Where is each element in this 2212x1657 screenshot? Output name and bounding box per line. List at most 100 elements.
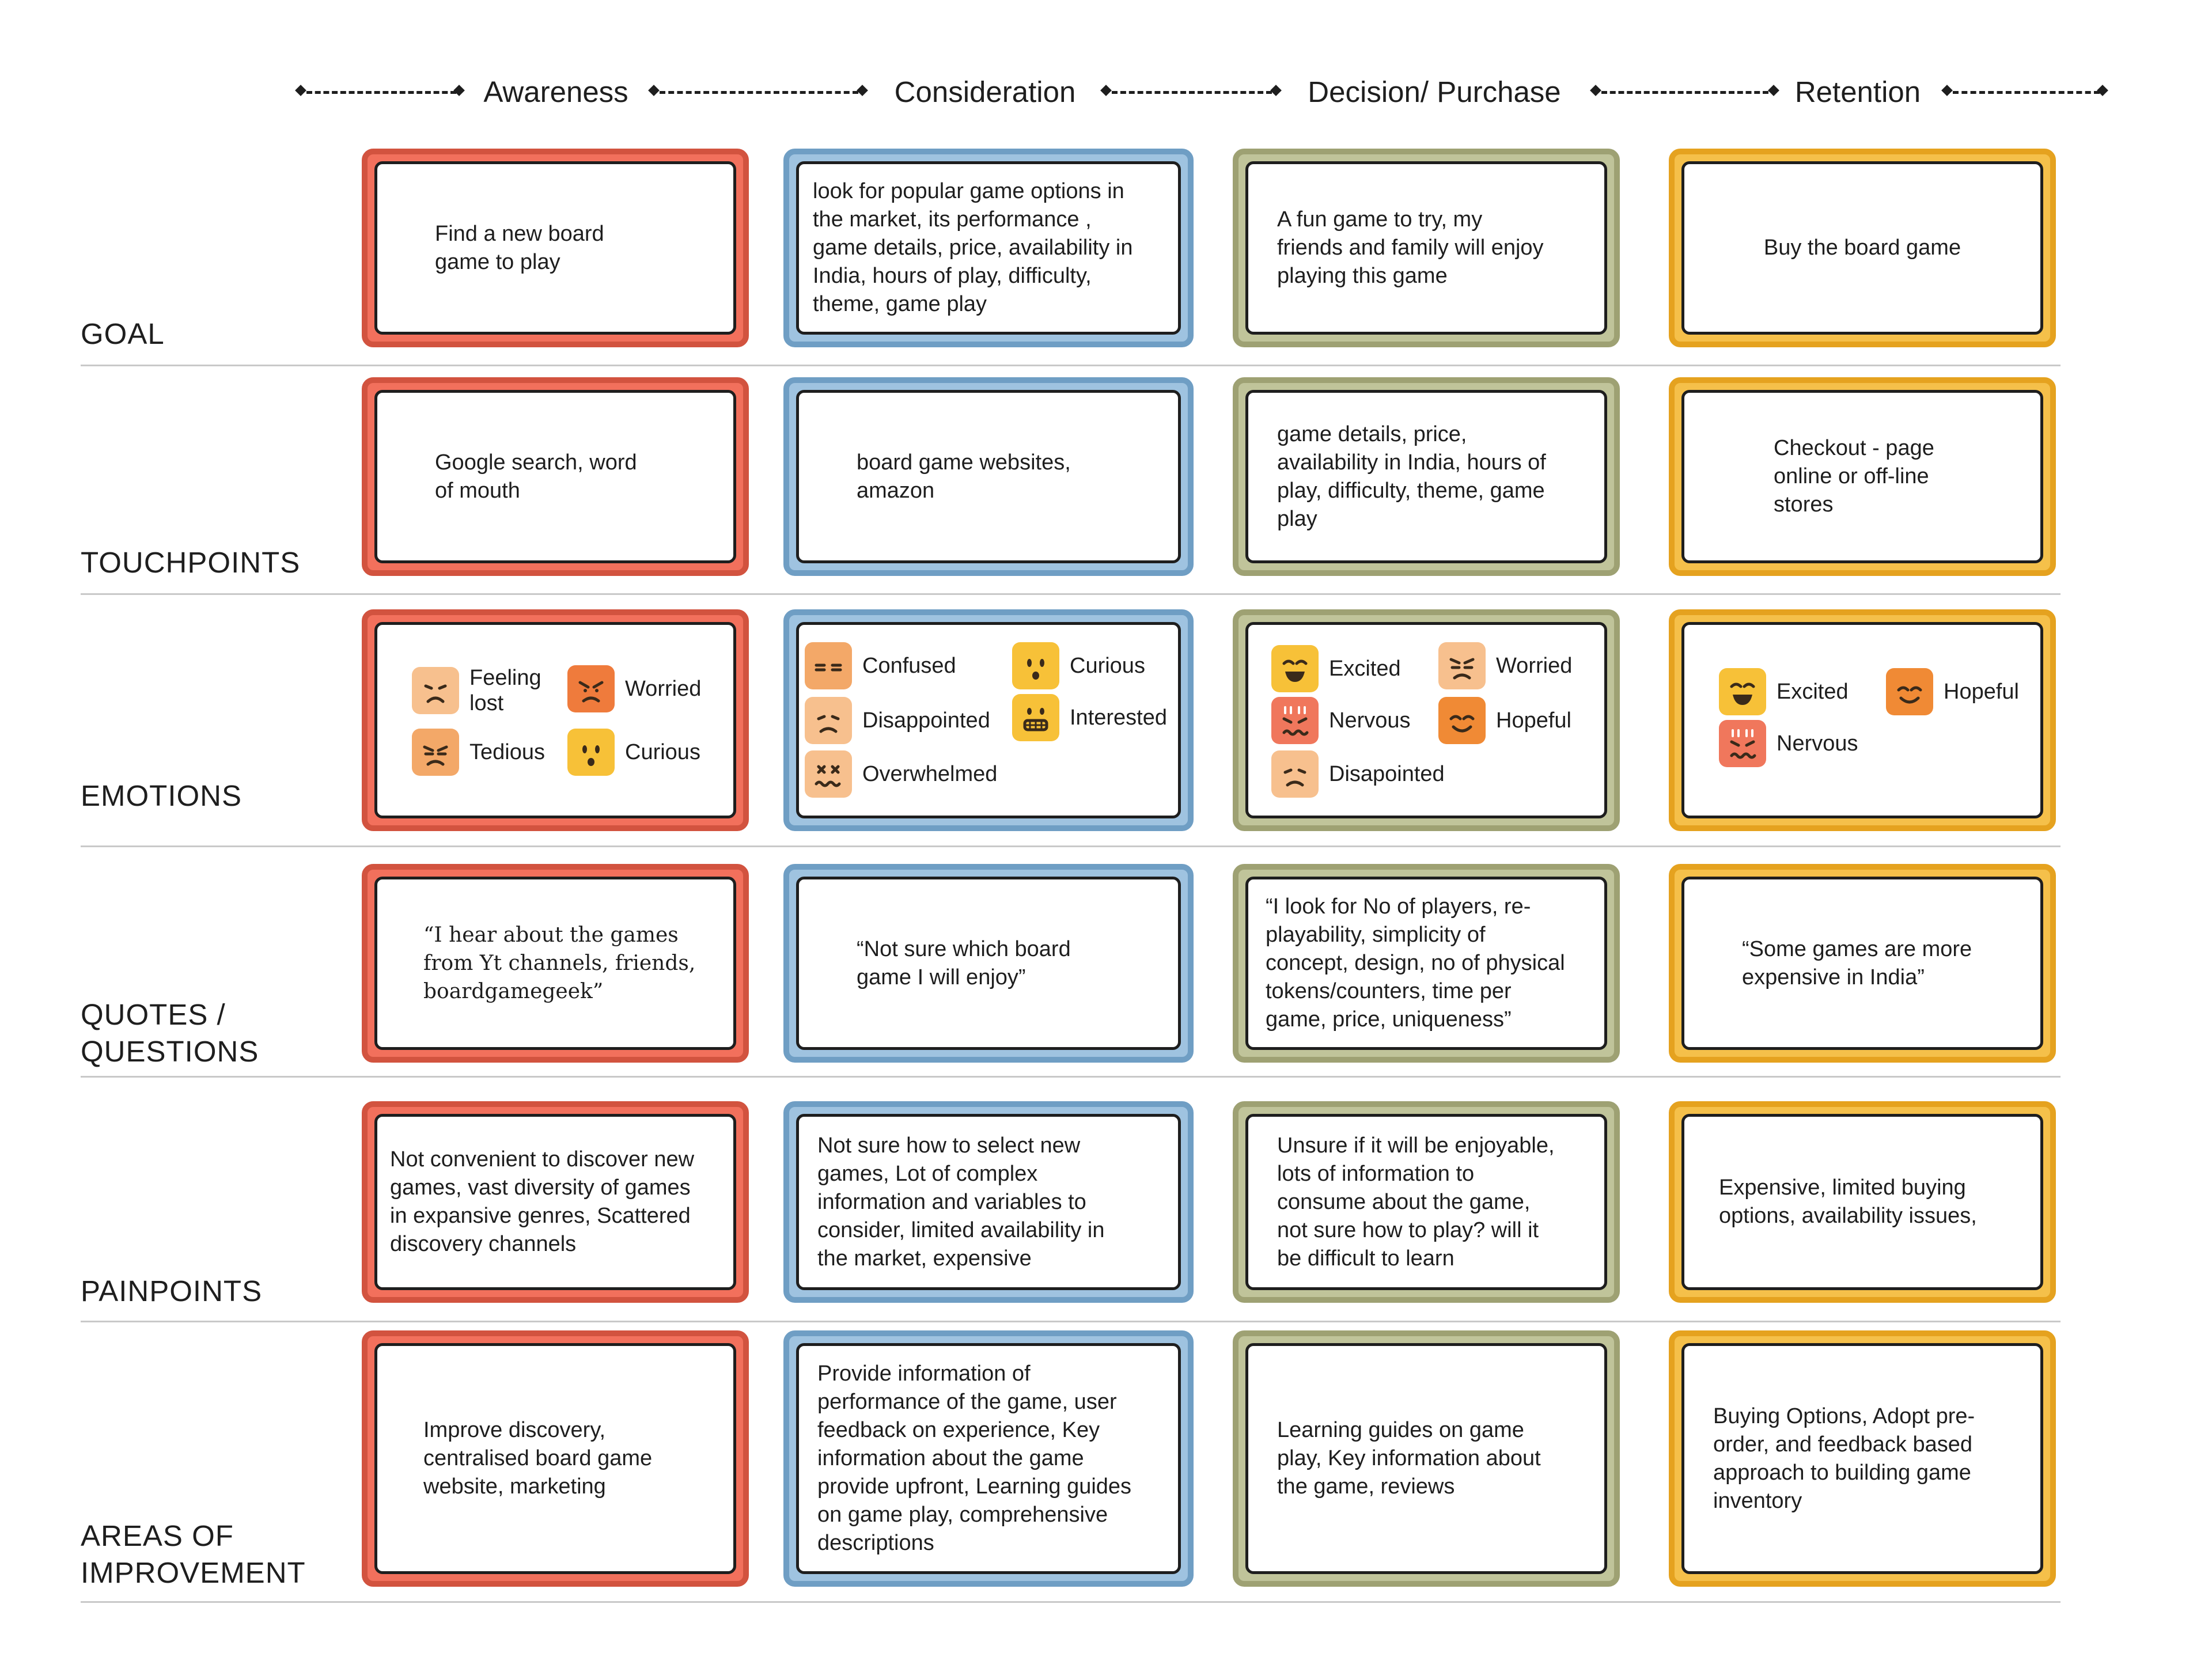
emotion-item: Curious [1012, 642, 1145, 689]
quotes-card-consideration: “Not sure which board game I will enjoy” [783, 864, 1194, 1063]
row-label-touchpoints: TOUCHPOINTS [81, 546, 301, 579]
touchpoints-card-decision: game details, price, availability in Ind… [1233, 377, 1620, 576]
sad-face-icon [412, 667, 459, 714]
emotion-item: Excited [1271, 645, 1401, 692]
emotion-item: Nervous [1271, 697, 1411, 744]
stage-marker [1941, 85, 1953, 96]
painpoints-text-awareness: Not convenient to discover new games, va… [390, 1147, 695, 1256]
improvement-text-consideration: Provide information of performance of th… [817, 1362, 1132, 1555]
stage-connector [306, 91, 456, 94]
improvement-text-decision: Learning guides on game play, Key inform… [1277, 1418, 1541, 1499]
touchpoints-card-awareness: Google search, word of mouth [362, 377, 749, 576]
stage-marker [1270, 85, 1282, 96]
improvement-card-awareness: Improve discovery, centralised board gam… [362, 1330, 749, 1587]
curious-face-icon [1012, 642, 1059, 689]
touchpoints-text-consideration: board game websites, amazon [857, 450, 1071, 503]
row-divider [81, 1076, 2061, 1078]
emotion-label: Confused [862, 654, 956, 678]
emotion-item: Feeling lost [412, 665, 541, 716]
quotes-text-awareness: “I hear about the games from Yt channels… [423, 923, 696, 1003]
goal-text-consideration: look for popular game options in the mar… [813, 179, 1133, 316]
stage-decision-purchase: Decision/ Purchase [1308, 75, 1561, 108]
emotion-item: Worried [1438, 642, 1572, 689]
nervous-face-icon [1271, 697, 1319, 744]
goal-card-awareness: Find a new board game to play [362, 149, 749, 347]
emotion-item: Hopeful [1886, 668, 2019, 715]
painpoints-card-consideration: Not sure how to select new games, Lot of… [783, 1101, 1194, 1303]
stage-marker [1768, 85, 1779, 96]
row-divider [81, 1321, 2061, 1322]
journey-stage-header: Awareness Consideration Decision/ Purcha… [0, 63, 2212, 121]
disappointed-face-icon [1271, 750, 1319, 798]
emotion-label: Tedious [469, 740, 545, 764]
painpoints-text-decision: Unsure if it will be enjoyable, lots of … [1277, 1133, 1555, 1271]
emotion-label: Disappointed [862, 708, 990, 733]
stage-awareness: Awareness [483, 75, 628, 108]
goal-text-awareness: Find a new board game to play [435, 221, 604, 274]
painpoints-text-retention: Expensive, limited buying options, avail… [1719, 1176, 1977, 1228]
stage-marker [453, 85, 465, 96]
goal-card-retention: Buy the board game [1669, 149, 2056, 347]
frustrated-face-icon [412, 729, 459, 776]
emotion-item: Interested [1012, 694, 1167, 741]
nervous-face-icon [1719, 720, 1766, 767]
row-divider [81, 1601, 2061, 1603]
emotion-label: Excited [1329, 657, 1401, 681]
emotion-item: Disappointed [805, 697, 990, 744]
emotion-label: Excited [1777, 680, 1849, 704]
emotion-item: Curious [567, 729, 700, 776]
row-divider [81, 593, 2061, 595]
row-label-areas-of-improvement: AREAS OF IMPROVEMENT [81, 1519, 306, 1589]
stage-marker [2097, 85, 2108, 96]
stage-marker [1590, 85, 1601, 96]
row-label-emotions: EMOTIONS [81, 779, 243, 812]
touchpoints-card-retention: Checkout - page online or off-line store… [1669, 377, 2056, 576]
painpoints-card-decision: Unsure if it will be enjoyable, lots of … [1233, 1101, 1620, 1303]
quotes-card-awareness: “I hear about the games from Yt channels… [362, 864, 749, 1063]
quotes-card-retention: “Some games are more expensive in India” [1669, 864, 2056, 1063]
row-label-quotes-questions: QUOTES / QUESTIONS [81, 998, 259, 1068]
touchpoints-card-consideration: board game websites, amazon [783, 377, 1194, 576]
hopeful-face-icon [1438, 697, 1486, 744]
emotion-label: Hopeful [1496, 708, 1571, 733]
dizzy-face-icon [805, 750, 852, 798]
emotion-item: Disapointed [1271, 750, 1445, 798]
improvement-card-consideration: Provide information of performance of th… [783, 1330, 1194, 1587]
emotion-item: Tedious [412, 729, 545, 776]
emotion-label: Interested [1070, 706, 1167, 730]
improvement-text-awareness: Improve discovery, centralised board gam… [423, 1418, 653, 1499]
angry-face-icon [567, 665, 615, 712]
stage-connector [660, 91, 858, 94]
stage-connector [1112, 91, 1272, 94]
emotion-label: Hopeful [1944, 680, 2019, 704]
stage-marker [1100, 85, 1112, 96]
curious-face-icon [567, 729, 615, 776]
emotion-label: Curious [1070, 654, 1145, 678]
emotion-item: Nervous [1719, 720, 1858, 767]
stage-marker [295, 85, 306, 96]
stage-consideration: Consideration [894, 75, 1076, 108]
stage-marker [648, 85, 660, 96]
emotion-item: Hopeful [1438, 697, 1571, 744]
goal-text-retention: Buy the board game [1763, 236, 1961, 260]
row-label-painpoints: PAINPOINTS [81, 1275, 263, 1307]
goal-card-consideration: look for popular game options in the mar… [783, 149, 1194, 347]
stage-marker [857, 85, 868, 96]
disappointed-face-icon [805, 697, 852, 744]
row-divider [81, 365, 2061, 366]
touchpoints-text-decision: game details, price, availability in Ind… [1277, 422, 1546, 531]
painpoints-card-retention: Expensive, limited buying options, avail… [1669, 1101, 2056, 1303]
improvement-card-retention: Buying Options, Adopt pre- order, and fe… [1669, 1330, 2056, 1587]
touchpoints-text-awareness: Google search, word of mouth [435, 450, 637, 503]
emotion-item: Overwhelmed [805, 750, 997, 798]
emotion-label: Disapointed [1329, 762, 1445, 786]
quotes-text-decision: “I look for No of players, re- playabili… [1266, 894, 1565, 1032]
emotion-label: Worried [625, 677, 702, 701]
